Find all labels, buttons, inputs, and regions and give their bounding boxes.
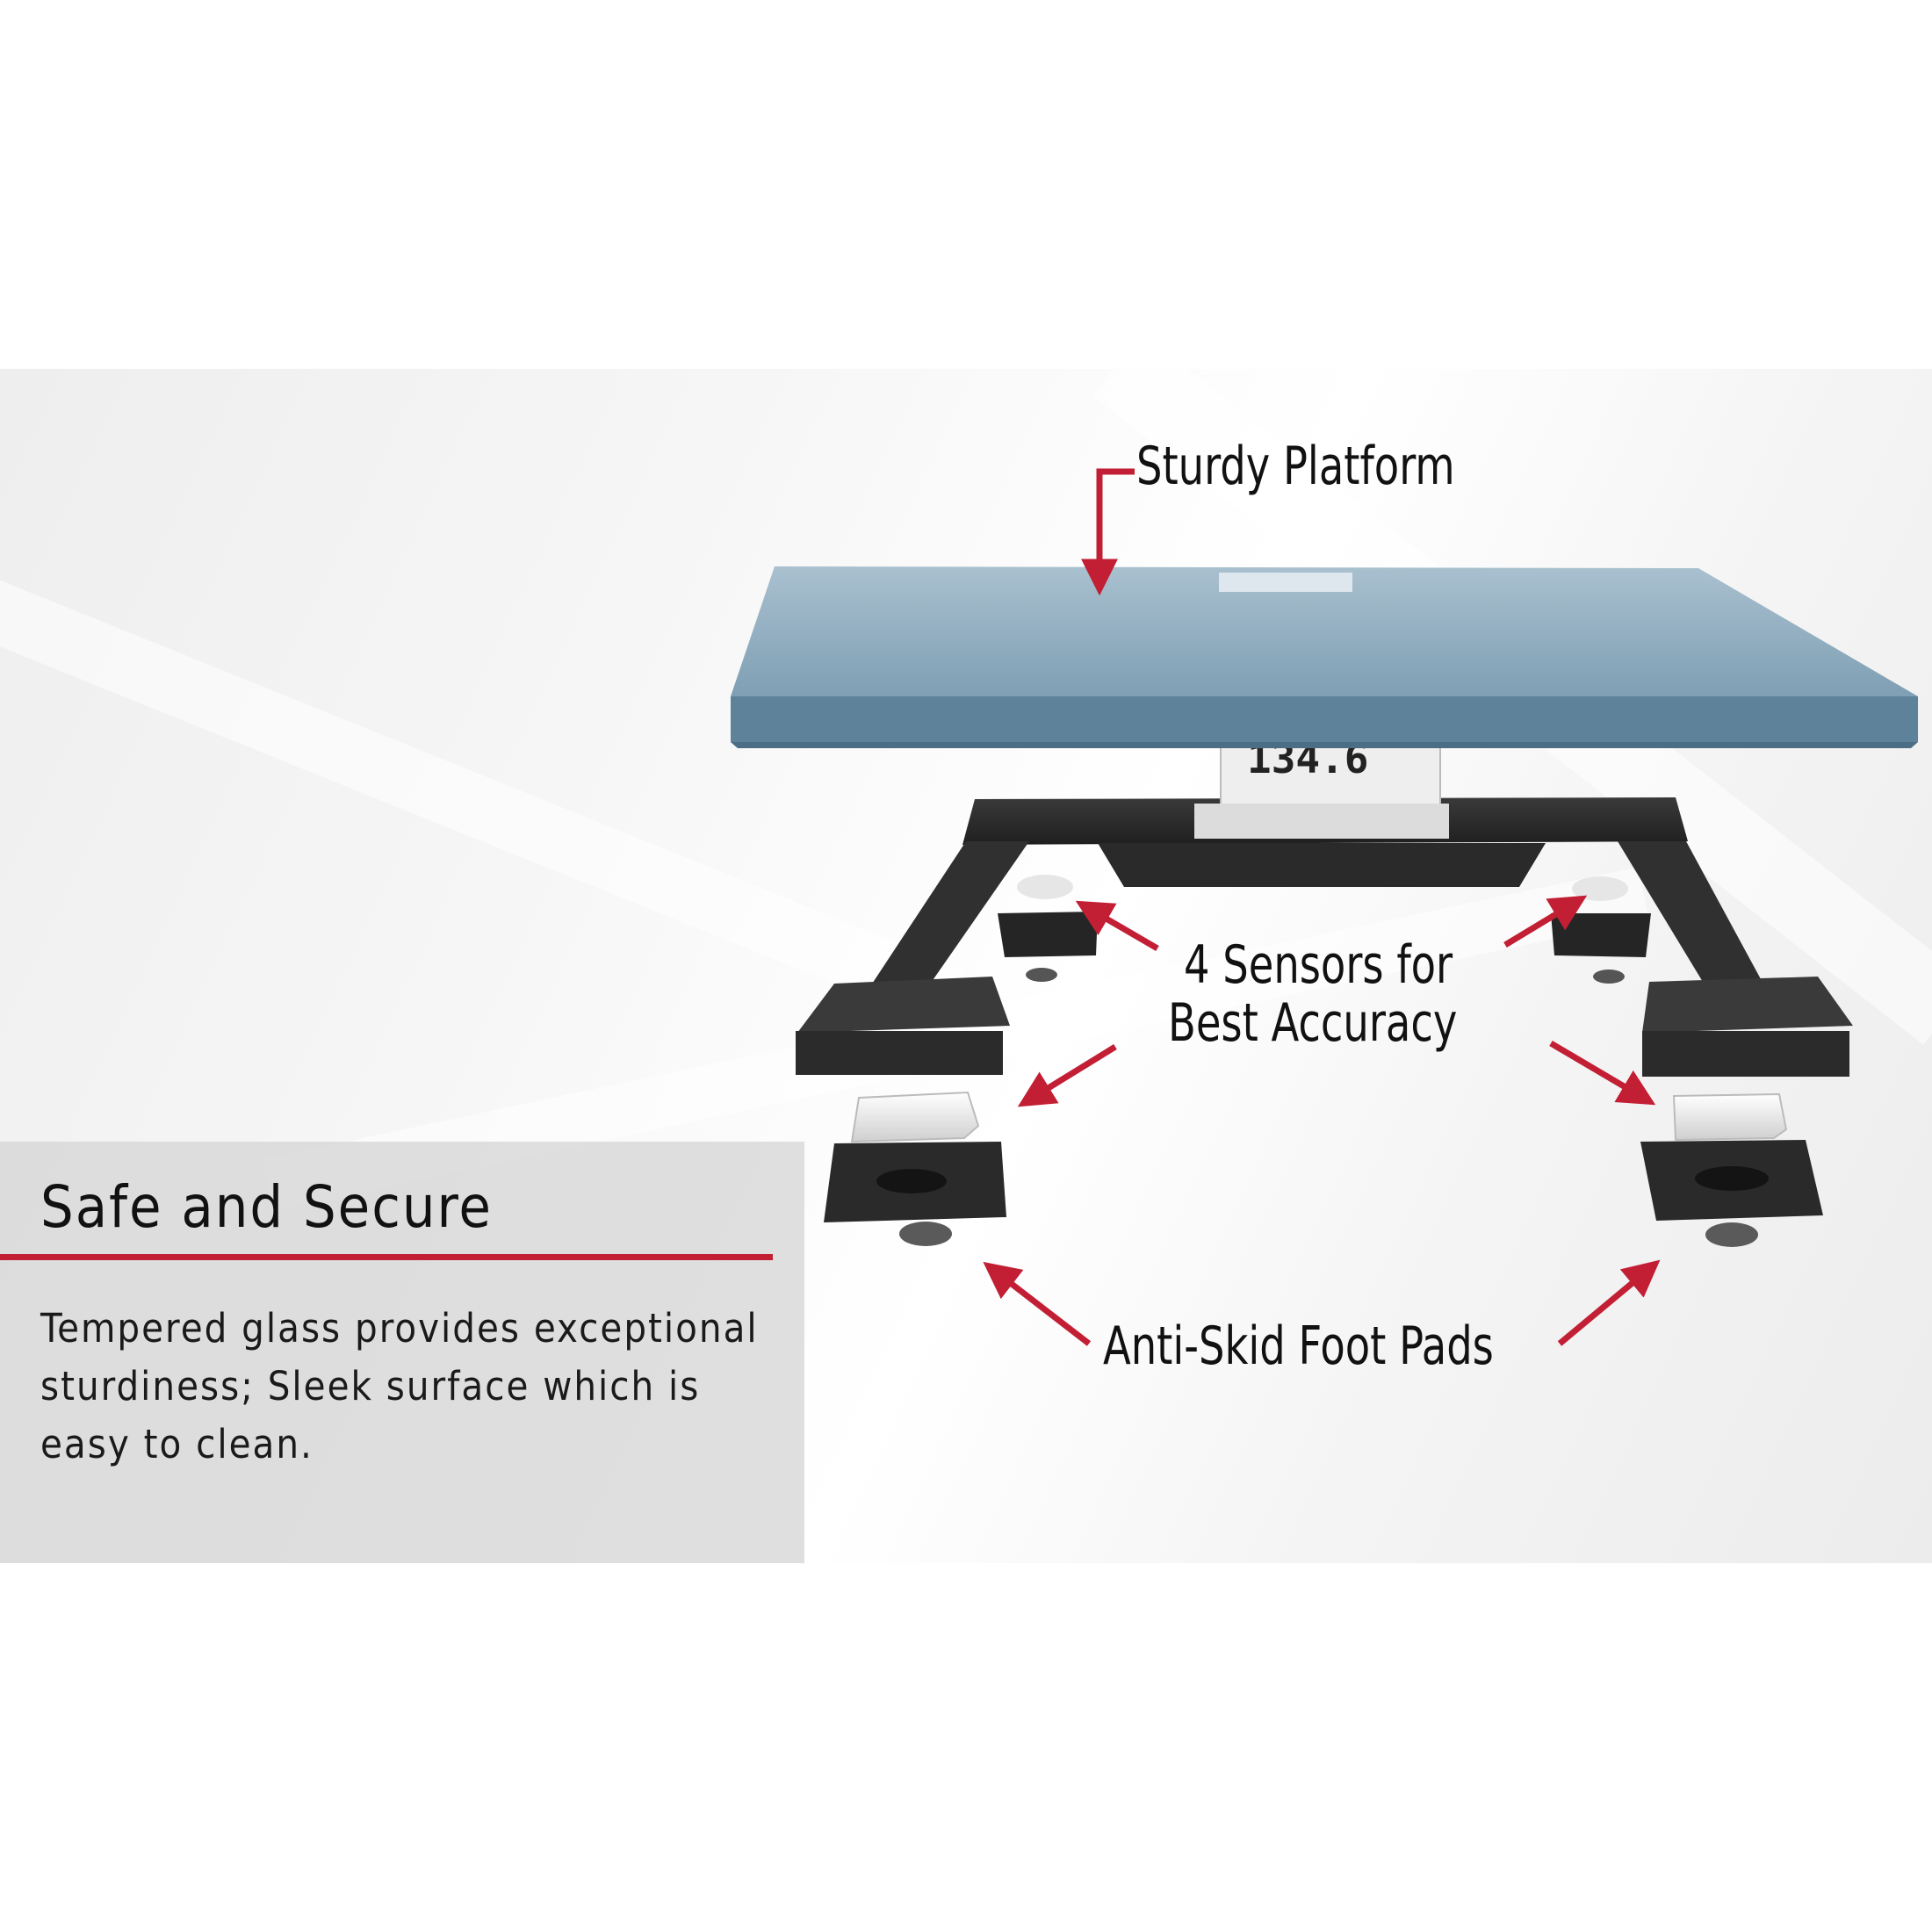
arrow-icon	[1549, 1040, 1656, 1106]
info-body: Tempered glass provides exceptional stur…	[40, 1305, 759, 1467]
callout-arrows	[983, 468, 1661, 1346]
arrow-icon	[1557, 1259, 1661, 1346]
arrow-icon	[1081, 468, 1135, 596]
callout-sensors-line1: 4 Sensors for	[1184, 934, 1453, 996]
feature-info-panel: Safe and Secure Tempered glass provides …	[0, 1142, 804, 1563]
accent-divider	[0, 1254, 773, 1260]
glass-platform	[731, 566, 1918, 748]
left-sensor-assembly	[824, 1091, 1006, 1246]
callout-sensors-line2: Best Accuracy	[1168, 992, 1458, 1054]
callout-foot-pads: Anti-Skid Foot Pads	[1103, 1316, 1494, 1377]
arrow-icon	[1017, 1044, 1117, 1107]
scale-base-frame	[796, 746, 1853, 1077]
arrow-icon	[1503, 895, 1588, 948]
right-sensor-assembly	[1640, 1092, 1823, 1247]
info-title: Safe and Secure	[40, 1173, 493, 1241]
arrow-icon	[983, 1261, 1092, 1346]
arrow-icon	[1075, 900, 1159, 952]
callout-sturdy-platform: Sturdy Platform	[1136, 436, 1455, 497]
